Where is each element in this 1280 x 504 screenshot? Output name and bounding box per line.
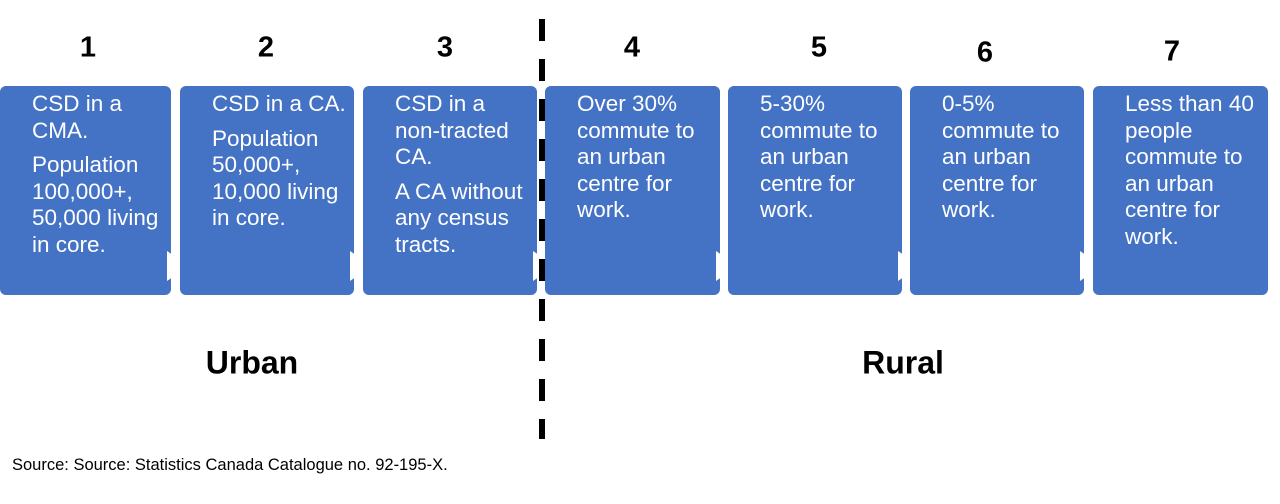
rural-label: Rural — [862, 344, 944, 381]
step-text: Population 100,000+, 50,000 living in co… — [32, 152, 159, 257]
step-text: 5-30% commute to an urban centre for wor… — [760, 91, 878, 222]
step-number: 4 — [623, 31, 641, 64]
step-box: Less than 40 people commute to an urban … — [1093, 86, 1268, 295]
step-text: CSD in a non-tracted CA. — [395, 91, 509, 169]
step-box: 5-30% commute to an urban centre for wor… — [728, 86, 902, 295]
step-text: CSD in a CMA. — [32, 91, 123, 143]
step-box: Over 30% commute to an urban centre for … — [545, 86, 720, 295]
step-box: CSD in a CA. Population 50,000+, 10,000 l… — [180, 86, 354, 295]
step-box: 0-5% commute to an urban centre for work… — [910, 86, 1084, 295]
step-number: 2 — [257, 31, 275, 64]
step-text: CSD in a CA. — [212, 91, 346, 116]
urban-label: Urban — [205, 344, 299, 381]
step-box: CSD in a CMA. Population 100,000+, 50,000… — [0, 86, 171, 295]
step-text: Population 50,000+, 10,000 living in cor… — [212, 125, 339, 231]
source-note: Source: Source: Statistics Canada Catalo… — [12, 456, 448, 474]
step-text: 0-5% commute to an urban centre for work… — [942, 91, 1060, 222]
step-text: Less than 40 people commute to an urban … — [1125, 91, 1254, 249]
urban-rural-divider — [539, 19, 545, 439]
step-number: 3 — [436, 31, 454, 64]
step-number: 5 — [810, 31, 828, 64]
step-number: 6 — [976, 36, 994, 69]
step-number: 1 — [79, 31, 97, 64]
step-box: CSD in a non-tracted CA. A CA without any… — [363, 86, 537, 295]
step-number: 7 — [1163, 35, 1181, 68]
step-text: A CA without any census tracts. — [395, 178, 523, 257]
step-text: Over 30% commute to an urban centre for … — [577, 91, 695, 222]
